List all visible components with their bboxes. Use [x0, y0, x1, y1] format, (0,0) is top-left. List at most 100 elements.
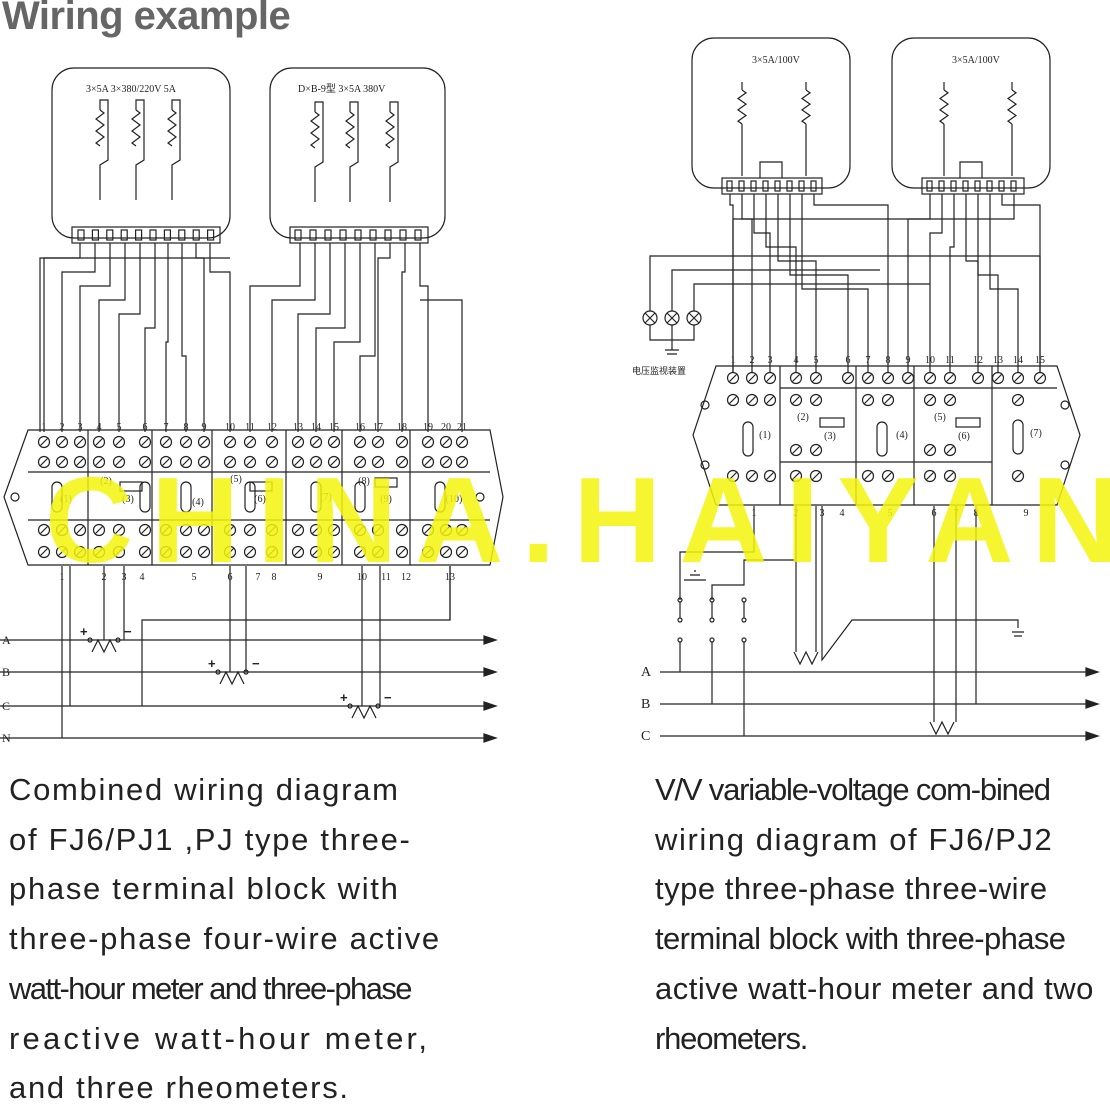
screw-slot	[95, 438, 103, 446]
terminal-number: 5	[117, 422, 122, 433]
screw	[309, 435, 323, 449]
screw	[197, 545, 211, 559]
screw	[353, 545, 367, 559]
screw-slot	[76, 548, 84, 556]
screw	[112, 435, 126, 449]
screw	[138, 435, 152, 449]
meter-pin	[774, 180, 781, 192]
wire	[359, 243, 376, 432]
wire	[801, 194, 869, 372]
screw-slot	[374, 548, 382, 556]
meter-pin	[354, 229, 362, 241]
screw-slot	[115, 548, 123, 556]
screw-slot	[182, 526, 190, 534]
caption-line: Combined wiring diagram	[9, 772, 400, 807]
link-bar	[819, 417, 845, 428]
meter-pin	[91, 229, 100, 241]
wire	[297, 243, 331, 432]
unit-label: (1)	[759, 430, 771, 441]
wire	[181, 243, 187, 432]
line-label: C	[641, 729, 650, 744]
switch-node	[709, 637, 715, 643]
screw-slot	[330, 438, 338, 446]
link-bar	[374, 477, 398, 488]
wire	[753, 194, 771, 372]
screw	[159, 435, 173, 449]
screw	[1033, 371, 1047, 385]
screw-slot	[812, 396, 820, 404]
wire	[989, 194, 1019, 372]
screw	[943, 393, 957, 407]
meter-pin	[786, 180, 793, 192]
screw	[395, 455, 409, 469]
terminal-number: 6	[846, 355, 851, 366]
screw	[439, 435, 453, 449]
screw	[789, 469, 803, 483]
terminal-number: 2	[750, 355, 755, 366]
terminal-number: 1	[731, 355, 736, 366]
screw-slot	[1014, 396, 1022, 404]
screw	[327, 545, 341, 559]
unit-label: (2)	[797, 412, 809, 423]
screw-slot	[356, 548, 364, 556]
screw-slot	[312, 438, 320, 446]
terminal-number: 14	[311, 422, 321, 433]
screw	[138, 523, 152, 537]
screw	[197, 455, 211, 469]
screw	[923, 371, 937, 385]
screw-slot	[398, 438, 406, 446]
screw	[55, 545, 69, 559]
screw	[943, 443, 957, 457]
screw	[881, 371, 895, 385]
screw-slot	[398, 548, 406, 556]
screw-slot	[226, 526, 234, 534]
unit-labels-right: (1)(2)(3)(4)(5)(6)(7)	[759, 412, 1042, 442]
screw-slot	[904, 374, 912, 382]
rheometer	[351, 704, 377, 720]
screw	[223, 545, 237, 559]
wire	[333, 243, 361, 432]
screw-slot	[246, 438, 254, 446]
screw	[395, 435, 409, 449]
meter-pin	[926, 180, 933, 192]
meter-pin	[77, 229, 85, 241]
screw-slot	[729, 396, 737, 404]
unit-label: (6)	[254, 494, 266, 505]
screw-slot	[268, 548, 276, 556]
screw-slot	[864, 472, 872, 480]
wire	[789, 194, 849, 372]
rheometers-left: +−+−+−	[80, 624, 392, 720]
screw	[73, 435, 87, 449]
screw-slot	[294, 458, 302, 466]
terminal-number: 1	[42, 422, 47, 433]
wire	[98, 243, 126, 432]
screw-slot	[748, 374, 756, 382]
meter-pin	[339, 229, 347, 241]
rheo-pin	[87, 637, 93, 643]
screw	[861, 469, 875, 483]
meter-pin	[750, 180, 757, 192]
link-bar	[876, 421, 888, 457]
link-bar	[51, 481, 63, 513]
screw	[92, 435, 106, 449]
drop-wire	[141, 566, 451, 706]
wire	[679, 506, 755, 600]
ground	[821, 506, 1024, 662]
screw	[809, 469, 823, 483]
arrow	[483, 667, 498, 677]
screw	[291, 523, 305, 537]
screw	[371, 523, 385, 537]
screw	[371, 545, 385, 559]
screw-slot	[1014, 472, 1022, 480]
coil	[310, 111, 320, 149]
screw-slot	[76, 458, 84, 466]
screw-slot	[200, 526, 208, 534]
wire	[401, 243, 406, 432]
screw-slot	[200, 458, 208, 466]
screw-slot	[330, 458, 338, 466]
screw-slot	[356, 438, 364, 446]
terminal-number: 6	[143, 422, 148, 433]
screw	[73, 455, 87, 469]
screw	[112, 455, 126, 469]
screw-slot	[182, 438, 190, 446]
